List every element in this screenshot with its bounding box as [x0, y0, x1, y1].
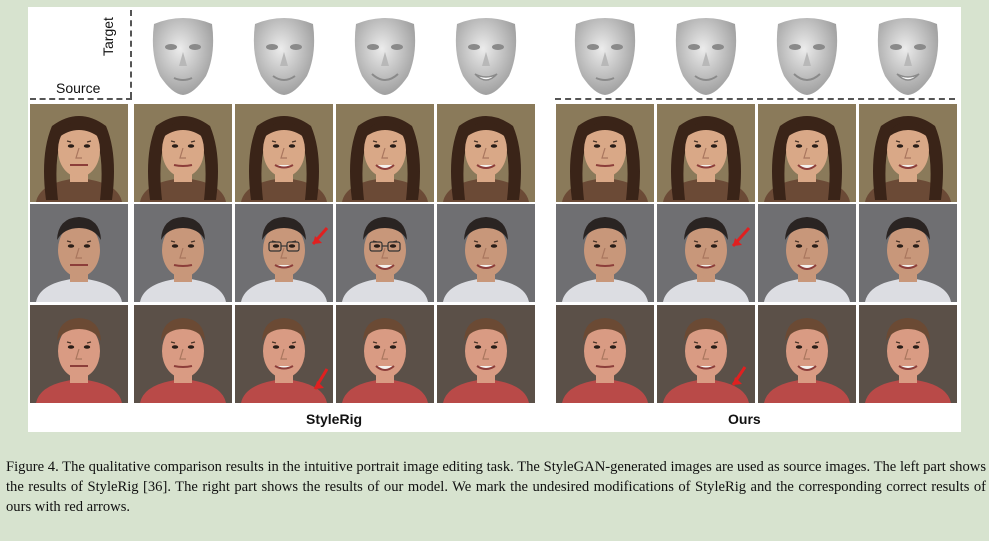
ours-label: Ours [728, 411, 761, 427]
target-mesh-1 [134, 10, 232, 100]
ours-result-portrait [859, 305, 957, 403]
ours-result-portrait [556, 305, 654, 403]
target-mesh-4 [437, 10, 535, 100]
source-portrait [30, 204, 128, 302]
ours-result-portrait [859, 204, 957, 302]
stylerig-result-portrait [235, 204, 333, 302]
right-divider-horizontal [555, 98, 955, 100]
ours-result-portrait [657, 104, 755, 202]
ours-result-portrait [859, 104, 957, 202]
target-divider-vertical [130, 10, 132, 98]
target-mesh-3 [336, 10, 434, 100]
ours-result-portrait [556, 204, 654, 302]
stylerig-result-portrait [134, 104, 232, 202]
stylerig-result-portrait [437, 104, 535, 202]
source-portrait [30, 104, 128, 202]
stylerig-result-portrait [336, 104, 434, 202]
stylerig-result-portrait [235, 104, 333, 202]
stylerig-result-portrait [336, 204, 434, 302]
target-mesh-6 [657, 10, 755, 100]
source-portrait [30, 305, 128, 403]
source-label: Source [56, 80, 101, 96]
target-mesh-2 [235, 10, 333, 100]
target-label: Target [100, 17, 116, 56]
target-mesh-7 [758, 10, 856, 100]
ours-result-portrait [657, 204, 755, 302]
stylerig-result-portrait [134, 204, 232, 302]
stylerig-result-portrait [437, 204, 535, 302]
stylerig-result-portrait [134, 305, 232, 403]
stylerig-result-portrait [437, 305, 535, 403]
ours-result-portrait [758, 204, 856, 302]
target-mesh-8 [859, 10, 957, 100]
target-mesh-5 [556, 10, 654, 100]
source-divider-horizontal [30, 98, 132, 100]
stylerig-result-portrait [336, 305, 434, 403]
stylerig-result-portrait [235, 305, 333, 403]
figure-caption: Figure 4. The qualitative comparison res… [6, 459, 986, 515]
ours-result-portrait [657, 305, 755, 403]
ours-result-portrait [758, 104, 856, 202]
ours-result-portrait [556, 104, 654, 202]
ours-result-portrait [758, 305, 856, 403]
stylerig-label: StyleRig [306, 411, 363, 427]
